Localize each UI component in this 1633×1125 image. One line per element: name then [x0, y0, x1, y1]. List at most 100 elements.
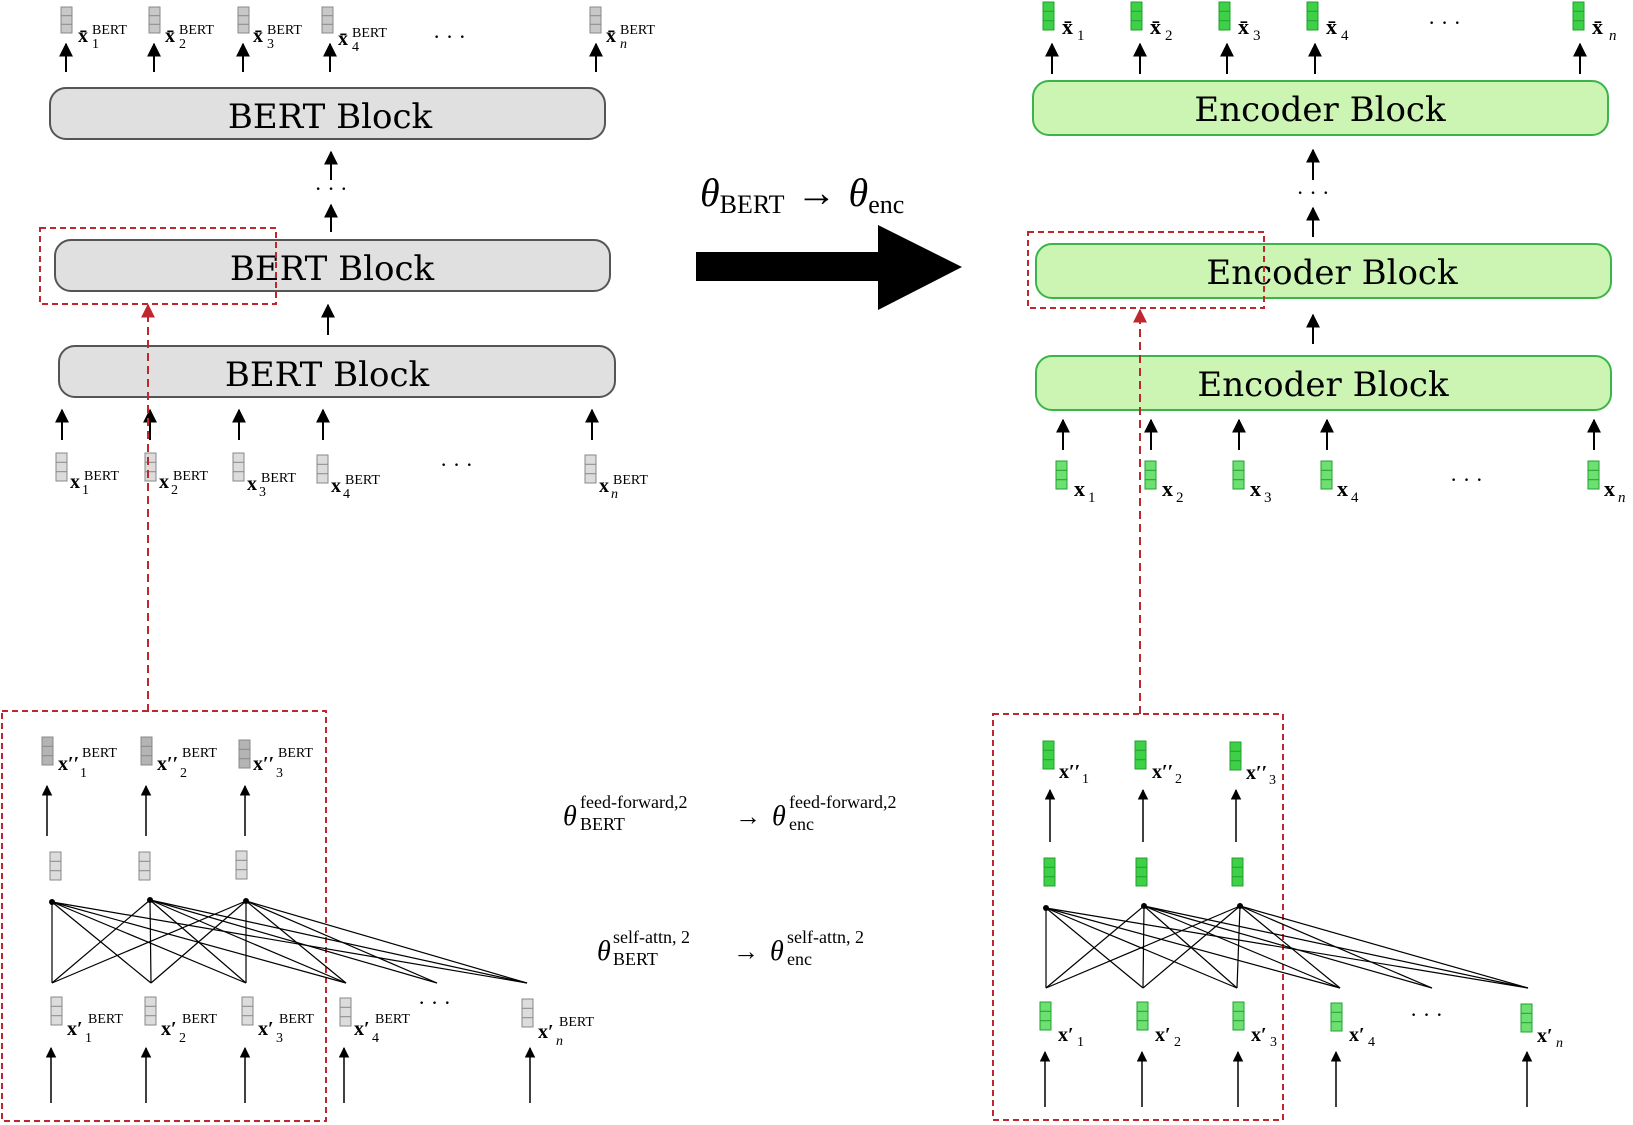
bert-output-dots: · · ·	[433, 24, 466, 49]
encoder-output-vector-2: x̄ 2	[1130, 1, 1173, 44]
bert-block-label: BERT Block	[225, 355, 430, 395]
encoder-detail-input-label: x′	[1251, 1024, 1267, 1046]
bert-output-vector-1: x̄ 1 BERT	[60, 6, 127, 52]
bert-detail-output-3: x′′ 3 BERT	[238, 739, 313, 781]
encoder-block-label: Encoder Block	[1206, 253, 1458, 293]
encoder-detail-input-label: x′	[1058, 1024, 1074, 1046]
encoder-detail-input-3: x′ 3	[1232, 1001, 1277, 1050]
encoder-input-vector-n: x n	[1587, 460, 1626, 506]
sa-theta-enc: θ	[770, 936, 784, 967]
encoder-detail-ff-arrows	[1044, 788, 1242, 842]
bert-output-label: x̄	[78, 25, 88, 47]
sa-transfer-formula: θ self-attn, 2 BERT → θ self-attn, 2 enc	[597, 927, 864, 969]
transfer-bert-sub: BERT	[720, 190, 785, 219]
encoder-detail-input-n: x′ n	[1520, 1003, 1563, 1051]
encoder-output-vector-4: x̄ 4	[1306, 1, 1349, 44]
transfer-enc-sub: enc	[868, 190, 904, 219]
bert-detail-input-sup: BERT	[559, 1015, 594, 1030]
encoder-detail-hidden-vector	[1135, 857, 1148, 887]
encoder-detail-output-label: x′′	[1246, 762, 1267, 784]
bert-block-highlight	[39, 227, 277, 305]
bert-output-sup: BERT	[352, 26, 387, 41]
encoder-input-label: x	[1250, 476, 1261, 501]
bert-output-index: 1	[92, 37, 99, 52]
bert-input-vector-n: x n BERT	[584, 454, 648, 502]
ff-transfer-formula: θ feed-forward,2 BERT → θ feed-forward,2…	[563, 792, 896, 834]
bert-detail-input-index: 2	[179, 1031, 186, 1046]
bert-block-label: BERT Block	[228, 97, 433, 137]
bert-detail-output-index: 2	[180, 766, 187, 781]
ff-sup: feed-forward,2	[580, 792, 687, 812]
encoder-detail-input-index: 1	[1077, 1035, 1084, 1050]
encoder-input-vector-2: x 2	[1144, 460, 1184, 506]
encoder-detail-output-index: 1	[1082, 772, 1089, 787]
bert-output-sup: BERT	[620, 23, 655, 38]
encoder-detail-input-4: x′ 4	[1330, 1002, 1375, 1050]
bert-zoom-box	[1, 710, 327, 1122]
bert-output-vector-2: x̄ 2 BERT	[148, 6, 214, 52]
encoder-detail-input-1: x′ 1	[1039, 1001, 1084, 1050]
encoder-detail-input-dots: · · ·	[1410, 1002, 1443, 1027]
encoder-detail-input-label: x′	[1155, 1024, 1171, 1046]
encoder-detail-output-2: x′′ 2	[1134, 740, 1182, 787]
svg-text:θ: θ	[597, 936, 611, 967]
bert-detail-input-label: x′	[354, 1018, 370, 1040]
encoder-output-vector-1: x̄ 1	[1042, 1, 1085, 44]
bert-detail-attention-lines	[51, 899, 528, 984]
transfer-arrow-shape	[696, 225, 962, 310]
bert-output-sup: BERT	[179, 23, 214, 38]
bert-input-vector-1: x 1 BERT	[55, 452, 119, 498]
encoder-detail-input-index: 3	[1270, 1035, 1277, 1050]
bert-detail-output-sup: BERT	[182, 746, 217, 761]
bert-input-label: x	[70, 471, 80, 493]
bert-input-arrows	[55, 408, 599, 440]
encoder-input-vector-4: x 4	[1320, 460, 1359, 506]
bert-detail-input-label: x′	[258, 1018, 274, 1040]
bert-detail-input-index: 4	[372, 1031, 379, 1046]
bert-detail-hidden-vector	[138, 851, 151, 881]
sa-theta: θ	[597, 936, 611, 967]
bert-input-label: x	[599, 475, 609, 497]
encoder-detail-output-index: 3	[1269, 773, 1276, 788]
bert-detail-hidden-vector	[235, 850, 248, 880]
encoder-block-bottom: Encoder Block	[1035, 355, 1612, 411]
bert-block-label: BERT Block	[230, 249, 435, 289]
encoder-block-middle: Encoder Block	[1035, 243, 1612, 299]
bert-input-sup: BERT	[345, 473, 380, 488]
transfer-theta: θ	[700, 170, 720, 215]
encoder-output-label: x̄	[1150, 14, 1161, 39]
bert-detail-input-sup: BERT	[375, 1012, 410, 1027]
encoder-detail-output-index: 2	[1175, 772, 1182, 787]
encoder-detail-input-2: x′ 2	[1136, 1001, 1181, 1050]
encoder-input-label: x	[1162, 476, 1173, 501]
bert-detail-input-n: x′ n BERT	[521, 998, 594, 1049]
bert-output-index: 4	[352, 40, 359, 55]
ff-sub-bert: BERT	[580, 814, 625, 834]
encoder-block-top: Encoder Block	[1032, 80, 1609, 136]
encoder-zoom-box	[992, 713, 1284, 1121]
bert-input-vector-4: x 4 BERT	[316, 454, 380, 502]
bert-output-label: x̄	[338, 28, 348, 50]
bert-output-sup: BERT	[267, 23, 302, 38]
bert-output-sup: BERT	[92, 23, 127, 38]
encoder-detail-input-index: 2	[1174, 1035, 1181, 1050]
encoder-detail-input-row: x′ 1 x′ 2 x′ 3 x′ 4 · · ·	[1039, 1001, 1563, 1051]
sa-sup-enc: self-attn, 2	[787, 927, 864, 947]
bert-detail-output-label: x′′	[253, 753, 274, 775]
bert-input-vector-2: x 2 BERT	[144, 452, 208, 498]
transfer-annotation: θBERT→θenc	[696, 170, 962, 310]
bert-input-index: 1	[82, 483, 89, 498]
bert-detail-input-sup: BERT	[279, 1012, 314, 1027]
bert-output-vector-4: x̄ 4 BERT	[321, 6, 387, 55]
sa-sup: self-attn, 2	[613, 927, 690, 947]
bert-output-vector-3: x̄ 3 BERT	[237, 6, 302, 52]
bert-output-row: x̄ 1 BERT x̄ 2 BERT x̄ 3 BERT x̄	[60, 6, 655, 55]
encoder-input-label: x	[1074, 476, 1085, 501]
bert-detail-input-4: x′ 4 BERT	[339, 997, 410, 1046]
encoder-output-vector-3: x̄ 3	[1218, 1, 1261, 44]
svg-text:θ: θ	[772, 801, 786, 832]
encoder-output-index: 2	[1165, 28, 1173, 44]
bert-panel: x̄ 1 BERT x̄ 2 BERT x̄ 3 BERT x̄	[1, 6, 655, 1122]
bert-detail-output-index: 3	[276, 766, 283, 781]
encoder-top-arrows	[1045, 42, 1587, 74]
